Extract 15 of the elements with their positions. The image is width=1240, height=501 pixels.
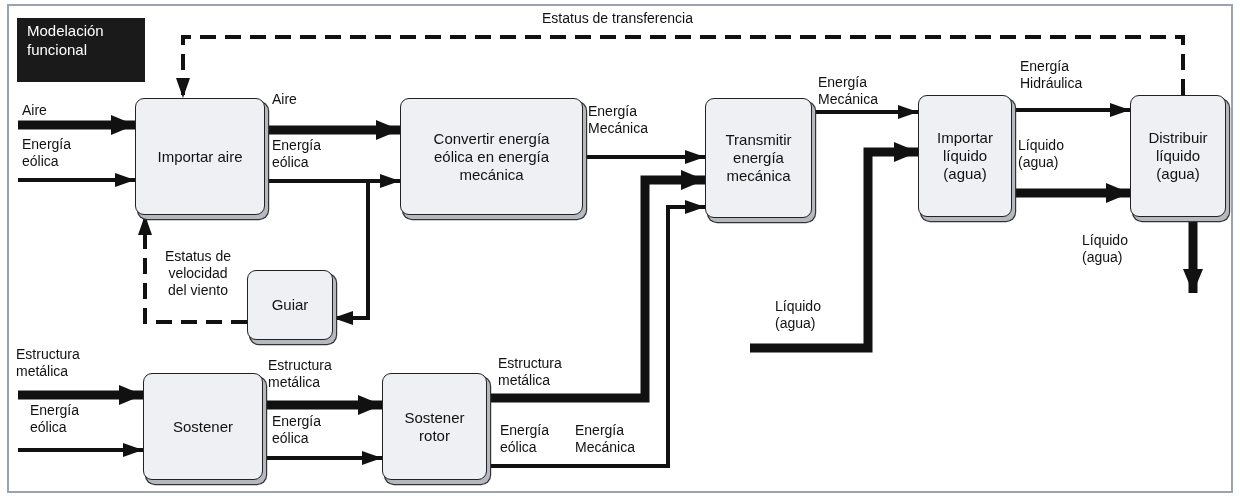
arrow — [18, 173, 135, 187]
function-label: Guiar — [271, 296, 309, 314]
arrow — [18, 443, 143, 457]
thick-arrow — [750, 142, 918, 353]
function-label: Importar líquido (agua) — [936, 129, 994, 183]
function-label: Importar aire — [157, 147, 243, 166]
function-label: Transmitir energía mecánica — [724, 131, 793, 185]
thick-arrow — [18, 385, 143, 405]
thick-arrow — [18, 115, 135, 135]
dashed-arrow — [176, 35, 1185, 98]
function-label: Distribuir líquido (agua) — [1147, 129, 1209, 183]
function-label: Convertir energía eólica en energía mecánica — [432, 129, 551, 184]
title-label: Modelación funcional — [17, 18, 145, 82]
function-label: Sostener rotor — [403, 408, 466, 445]
function-label: Sostener — [172, 417, 233, 436]
